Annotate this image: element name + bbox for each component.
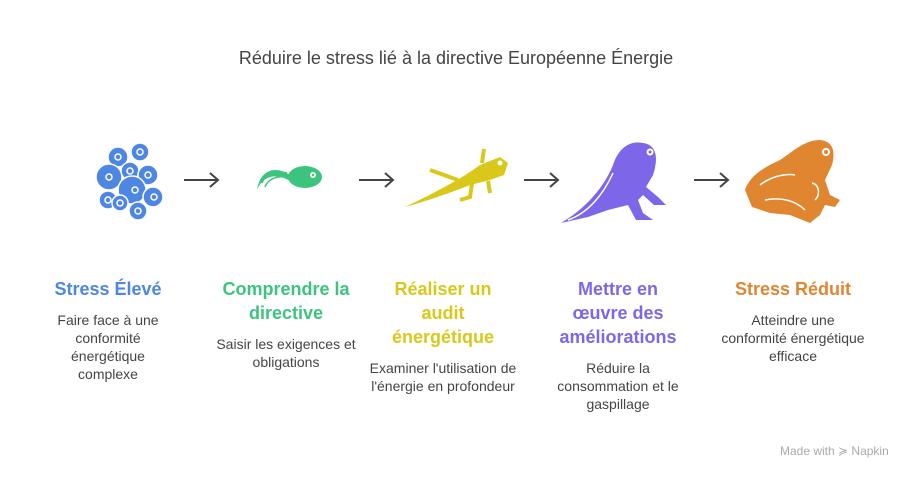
step-ameliorations: Mettre en œuvre des améliorations Réduir…: [533, 277, 703, 413]
step-stress-reduit: Stress Réduit Atteindre une conformité é…: [708, 277, 878, 365]
step-desc: Faire face à une conformité énergétique …: [57, 312, 159, 382]
step-title: Réaliser un audit énergétique: [391, 279, 495, 347]
step-stress-eleve: Stress Élevé Faire face à une conformité…: [23, 277, 193, 383]
frog-icon: [745, 140, 840, 223]
step-desc: Réduire la consommation et le gaspillage: [557, 360, 679, 412]
arrow-icon: [694, 172, 730, 188]
step-title: Comprendre la directive: [222, 279, 350, 323]
diagram-title: Réduire le stress lié à la directive Eur…: [238, 48, 674, 68]
tadpole-icon: [257, 166, 322, 190]
arrow-icon: [184, 172, 220, 188]
step-title: Stress Réduit: [734, 279, 852, 299]
step-comprendre: Comprendre la directive Saisir les exige…: [201, 277, 371, 371]
napkin-brand[interactable]: Made with ≽ Napkin: [780, 444, 889, 458]
step-audit: Réaliser un audit énergétique Examiner l…: [358, 277, 528, 395]
tadpole-legs-icon: [405, 148, 508, 207]
step-desc: Atteindre une conformité énergétique eff…: [721, 312, 865, 364]
step-desc: Examiner l'utilisation de l'énergie en p…: [369, 360, 517, 394]
eggs-icon: [95, 142, 164, 221]
step-title: Mettre en œuvre des améliorations: [559, 279, 677, 347]
arrow-icon: [524, 172, 560, 188]
arrow-icon: [359, 172, 395, 188]
step-desc: Saisir les exigences et obligations: [216, 336, 356, 370]
froglet-icon: [561, 142, 666, 223]
step-title: Stress Élevé: [54, 279, 162, 299]
